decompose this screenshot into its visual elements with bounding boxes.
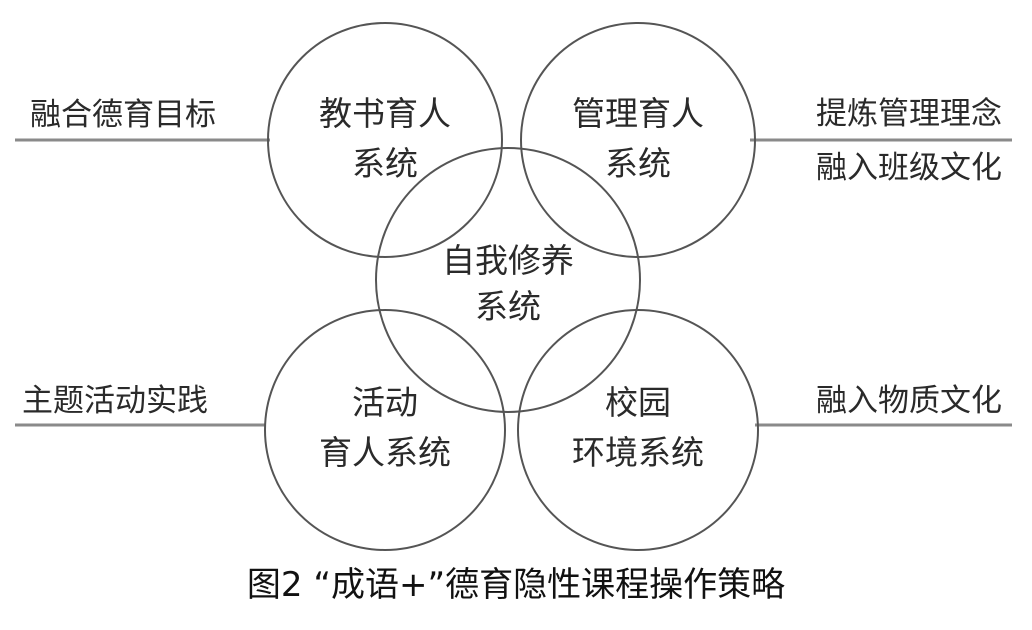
self-label-1: 自我修养 bbox=[442, 241, 574, 280]
top-left-label: 融合德育目标 bbox=[30, 97, 216, 133]
circle-self bbox=[375, 147, 641, 413]
circle-management bbox=[520, 22, 756, 258]
campus-label-2: 环境系统 bbox=[572, 433, 704, 472]
management-label-1: 管理育人 bbox=[572, 94, 704, 133]
self-label-2: 系统 bbox=[475, 287, 541, 326]
campus-label-1: 校园 bbox=[605, 383, 671, 422]
activity-label-2: 育人系统 bbox=[319, 433, 451, 472]
top-right-lower-label: 融入班级文化 bbox=[816, 150, 1002, 186]
venn-diagram: 教书育人 系统 管理育人 系统 自我修养 系统 活动 育人系统 校园 环境系统 … bbox=[15, 22, 1012, 551]
teaching-label-1: 教书育人 bbox=[319, 94, 451, 133]
figure-caption: 图2 “成语+”德育隐性课程操作策略 bbox=[246, 565, 786, 605]
bottom-right-label: 融入物质文化 bbox=[816, 383, 1002, 419]
circle-activity bbox=[264, 309, 506, 551]
teaching-label-2: 系统 bbox=[352, 144, 418, 183]
activity-label-1: 活动 bbox=[352, 383, 418, 422]
circle-campus bbox=[517, 309, 759, 551]
bottom-left-label: 主题活动实践 bbox=[22, 383, 208, 419]
top-right-upper-label: 提炼管理理念 bbox=[816, 96, 1002, 132]
circle-teaching bbox=[267, 22, 503, 258]
management-label-2: 系统 bbox=[605, 144, 671, 183]
